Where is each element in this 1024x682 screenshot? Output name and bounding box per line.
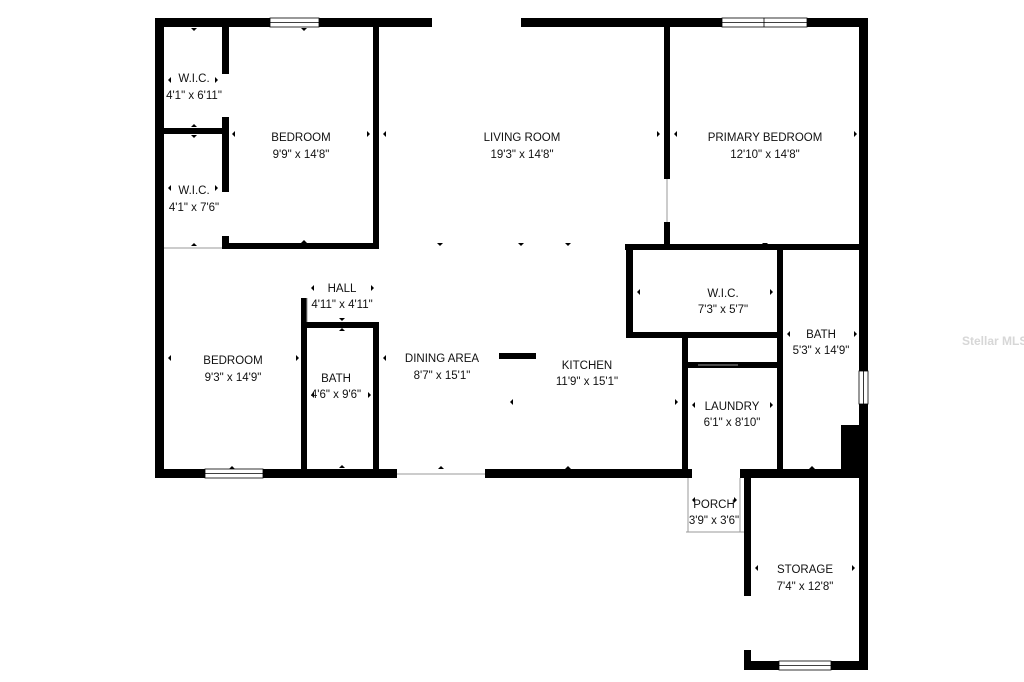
room-laundry: LAUNDRY 6'1" x 8'10" [704,401,761,429]
room-bath-1: BATH 4'6" x 9'6" [311,373,361,401]
room-name: PRIMARY BEDROOM [708,132,823,144]
storage-left-wall-top [744,472,751,596]
room-dimensions: 9'9" x 14'8" [273,149,330,161]
wic3-right-wall [777,244,783,472]
room-name: PORCH [693,499,735,511]
room-name: W.I.C. [178,73,209,85]
bedroom1-right-wall [373,27,379,248]
openings [204,17,869,671]
room-name: DINING AREA [405,353,479,365]
laundry-left-wall [682,338,688,478]
room-storage: STORAGE 7'4" x 12'8" [777,564,834,593]
living-primary-wall-lower [664,222,670,250]
closet-door-gap-1 [222,74,229,117]
room-hall: HALL 4'11" x 4'11" [311,283,372,311]
room-name: LAUNDRY [705,401,760,413]
room-wic-3: W.I.C. 7'3" x 5'7" [698,288,748,316]
front-door-gap [432,18,521,27]
outer-wall-bottom-left [155,469,397,478]
room-name: BATH [806,329,836,341]
hall-left-wall [301,298,307,478]
room-name: HALL [328,283,357,295]
room-dimensions: 7'4" x 12'8" [777,581,834,593]
bath1-right-wall [373,322,379,472]
bedroom1-bottom-wall [222,243,379,249]
room-dimensions: 3'9" x 3'6" [689,515,739,527]
primary-bottom-wall [625,244,868,250]
outer-wall-left [155,18,164,478]
room-dimensions: 19'3" x 14'8" [490,149,553,161]
wic-divider-wall [164,128,226,134]
room-bedroom-2: BEDROOM 9'3" x 14'9" [203,355,262,384]
storage-right-wall [859,472,868,670]
wic-bedroom-wall [222,27,229,248]
room-dimensions: 7'3" x 5'7" [698,304,748,316]
room-dimensions: 12'10" x 14'8" [730,149,799,161]
room-wic-1: W.I.C. 4'1" x 6'11" [166,73,222,102]
closet-door-gap-2 [222,192,229,236]
room-kitchen: KITCHEN 11'9" x 15'1" [556,360,618,388]
room-dimensions: 8'7" x 15'1" [414,370,471,382]
room-name: BEDROOM [203,355,262,367]
room-bath-2: BATH 5'3" x 14'9" [793,329,850,357]
room-wic-2: W.I.C. 4'1" x 7'6" [169,185,219,214]
room-dimensions: 4'11" x 4'11" [311,299,372,311]
room-living-room: LIVING ROOM 19'3" x 14'8" [484,132,561,161]
room-bedroom-1: BEDROOM 9'9" x 14'8" [271,132,330,161]
room-dimensions: 6'1" x 8'10" [704,417,761,429]
room-porch: PORCH 3'9" x 3'6" [689,499,739,527]
storage-door-gap [744,596,751,650]
kitchen-partition [499,353,536,359]
watermark: Stellar MLS [962,334,1024,348]
room-dimensions: 4'6" x 9'6" [311,389,361,401]
bath2-cabinet [841,425,865,469]
room-dimensions: 4'1" x 7'6" [169,202,219,214]
room-name: LIVING ROOM [484,132,561,144]
thin-lines [164,179,744,533]
room-labels: W.I.C. 4'1" x 6'11" W.I.C. 4'1" x 7'6" B… [166,73,849,593]
dimension-ticks [168,28,857,571]
room-dimensions: 9'3" x 14'9" [205,372,262,384]
room-name: STORAGE [777,564,833,576]
room-name: BEDROOM [271,132,330,144]
living-primary-wall-upper [664,27,670,179]
wic3-left-wall [626,244,633,338]
hall-door-gap [301,250,307,298]
outer-wall-bottom-mid [485,469,692,478]
room-name: W.I.C. [178,185,209,197]
bath1-top-wall [307,322,379,328]
room-dining-area: DINING AREA 8'7" x 15'1" [405,353,479,382]
room-dimensions: 11'9" x 15'1" [556,376,618,388]
room-name: W.I.C. [707,288,738,300]
walls [155,18,868,670]
room-primary-bedroom: PRIMARY BEDROOM 12'10" x 14'8" [708,132,823,161]
room-dimensions: 4'1" x 6'11" [166,90,222,102]
storage-left-wall-bottom [744,650,751,670]
room-dimensions: 5'3" x 14'9" [793,345,850,357]
wic3-bottom-wall [626,332,782,338]
room-name: BATH [321,373,351,385]
room-name: KITCHEN [562,360,612,372]
